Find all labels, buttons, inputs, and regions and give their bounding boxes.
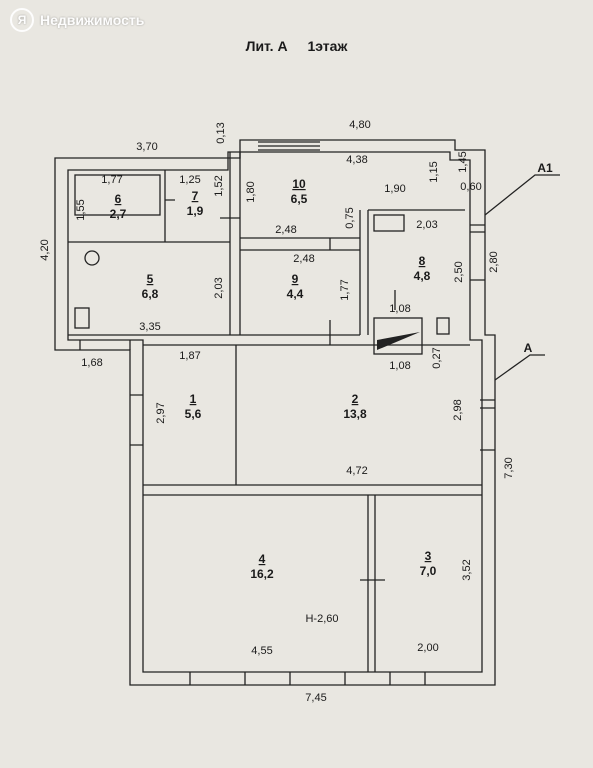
dim-0-27: 0,27 <box>431 347 443 368</box>
sink-room8 <box>373 214 405 232</box>
room-10-number: 10 <box>292 177 306 191</box>
dim-2-00: 2,00 <box>417 642 438 654</box>
window-right-lower <box>480 399 495 451</box>
window-bottom-left <box>79 340 131 350</box>
room-1-number: 1 <box>190 392 197 406</box>
room-7-number: 7 <box>192 189 199 203</box>
dim-2-48-top: 2,48 <box>275 224 296 236</box>
inner-wall <box>67 151 483 673</box>
plan-title-floor: 1этаж <box>307 38 348 54</box>
room-8-number: 8 <box>419 254 426 268</box>
dim-1-68: 1,68 <box>81 357 102 369</box>
room-8-area: 4,8 <box>414 269 431 283</box>
dim-7-45: 7,45 <box>305 692 326 704</box>
boiler <box>84 250 100 266</box>
dim-1-08-bottom: 1,08 <box>389 360 410 372</box>
room-9-area: 4,4 <box>287 287 304 301</box>
chimney <box>436 317 450 335</box>
dim-1-52: 1,52 <box>213 175 225 196</box>
room-4-number: 4 <box>259 552 266 566</box>
dim-3-52: 3,52 <box>461 559 473 580</box>
leader-a <box>494 354 545 381</box>
dim-0-75: 0,75 <box>344 207 356 228</box>
dim-1-80: 1,80 <box>245 181 257 202</box>
dim-0-60: 0,60 <box>460 181 481 193</box>
window-left <box>130 394 143 446</box>
watermark-text: Недвижимость <box>40 12 145 28</box>
room-3-number: 3 <box>425 549 432 563</box>
dim-1-87: 1,87 <box>179 350 200 362</box>
room-5-number: 5 <box>147 272 154 286</box>
dim-4-72: 4,72 <box>346 465 367 477</box>
dim-1-25: 1,25 <box>179 174 200 186</box>
stove-burner <box>377 332 420 350</box>
label-a: А <box>524 341 533 355</box>
watermark: Я Недвижимость <box>10 8 144 32</box>
room-6-number: 6 <box>115 192 122 206</box>
room-10-area: 6,5 <box>291 192 308 206</box>
dim-3-70: 3,70 <box>136 141 157 153</box>
room-3-area: 7,0 <box>420 564 437 578</box>
ceiling-height: Н-2,60 <box>305 613 338 625</box>
dim-2-03-room8: 2,03 <box>416 219 437 231</box>
dim-2-50: 2,50 <box>453 261 465 282</box>
dim-1-15: 1,15 <box>428 161 440 182</box>
room-1-area: 5,6 <box>185 407 202 421</box>
leader-a1 <box>484 174 560 216</box>
window-right-upper <box>470 224 485 281</box>
dim-3-35: 3,35 <box>139 321 160 333</box>
label-a1: А1 <box>537 161 553 175</box>
dim-2-48-bottom: 2,48 <box>293 253 314 265</box>
dim-4-55: 4,55 <box>251 645 272 657</box>
room-2-number: 2 <box>352 392 359 406</box>
room-7-area: 1,9 <box>187 204 204 218</box>
dim-0-13: 0,13 <box>215 122 227 143</box>
dim-7-30: 7,30 <box>503 457 515 478</box>
room-5-area: 6,8 <box>142 287 159 301</box>
room-4-area: 16,2 <box>250 567 274 581</box>
dim-2-98: 2,98 <box>452 399 464 420</box>
stove <box>373 317 423 355</box>
sink-room5 <box>74 307 90 329</box>
window-bottom <box>189 672 426 685</box>
bathtub <box>74 174 161 216</box>
dim-2-97: 2,97 <box>155 402 167 423</box>
dim-1-90: 1,90 <box>384 183 405 195</box>
window-top <box>258 141 320 151</box>
dim-1-55: 1,55 <box>75 199 87 220</box>
room-9-number: 9 <box>292 272 299 286</box>
watermark-logo: Я <box>10 8 34 32</box>
dim-1-77-room9: 1,77 <box>339 279 351 300</box>
dim-4-80: 4,80 <box>349 119 370 131</box>
plan-title: Лит. А 1этаж <box>0 38 593 54</box>
dim-4-38: 4,38 <box>346 154 367 166</box>
dim-2-80: 2,80 <box>488 251 500 272</box>
partition-walls <box>68 152 482 672</box>
room-2-area: 13,8 <box>343 407 367 421</box>
dim-1-77: 1,77 <box>101 174 122 186</box>
dim-4-20: 4,20 <box>39 239 51 260</box>
door-marks <box>165 199 396 581</box>
dim-1-08-top: 1,08 <box>389 303 410 315</box>
dim-1-45: 1,45 <box>457 151 469 172</box>
plan-title-lit: Лит. А <box>245 38 288 54</box>
room-6-area: 2,7 <box>110 207 127 221</box>
dim-2-03-room5: 2,03 <box>213 277 225 298</box>
